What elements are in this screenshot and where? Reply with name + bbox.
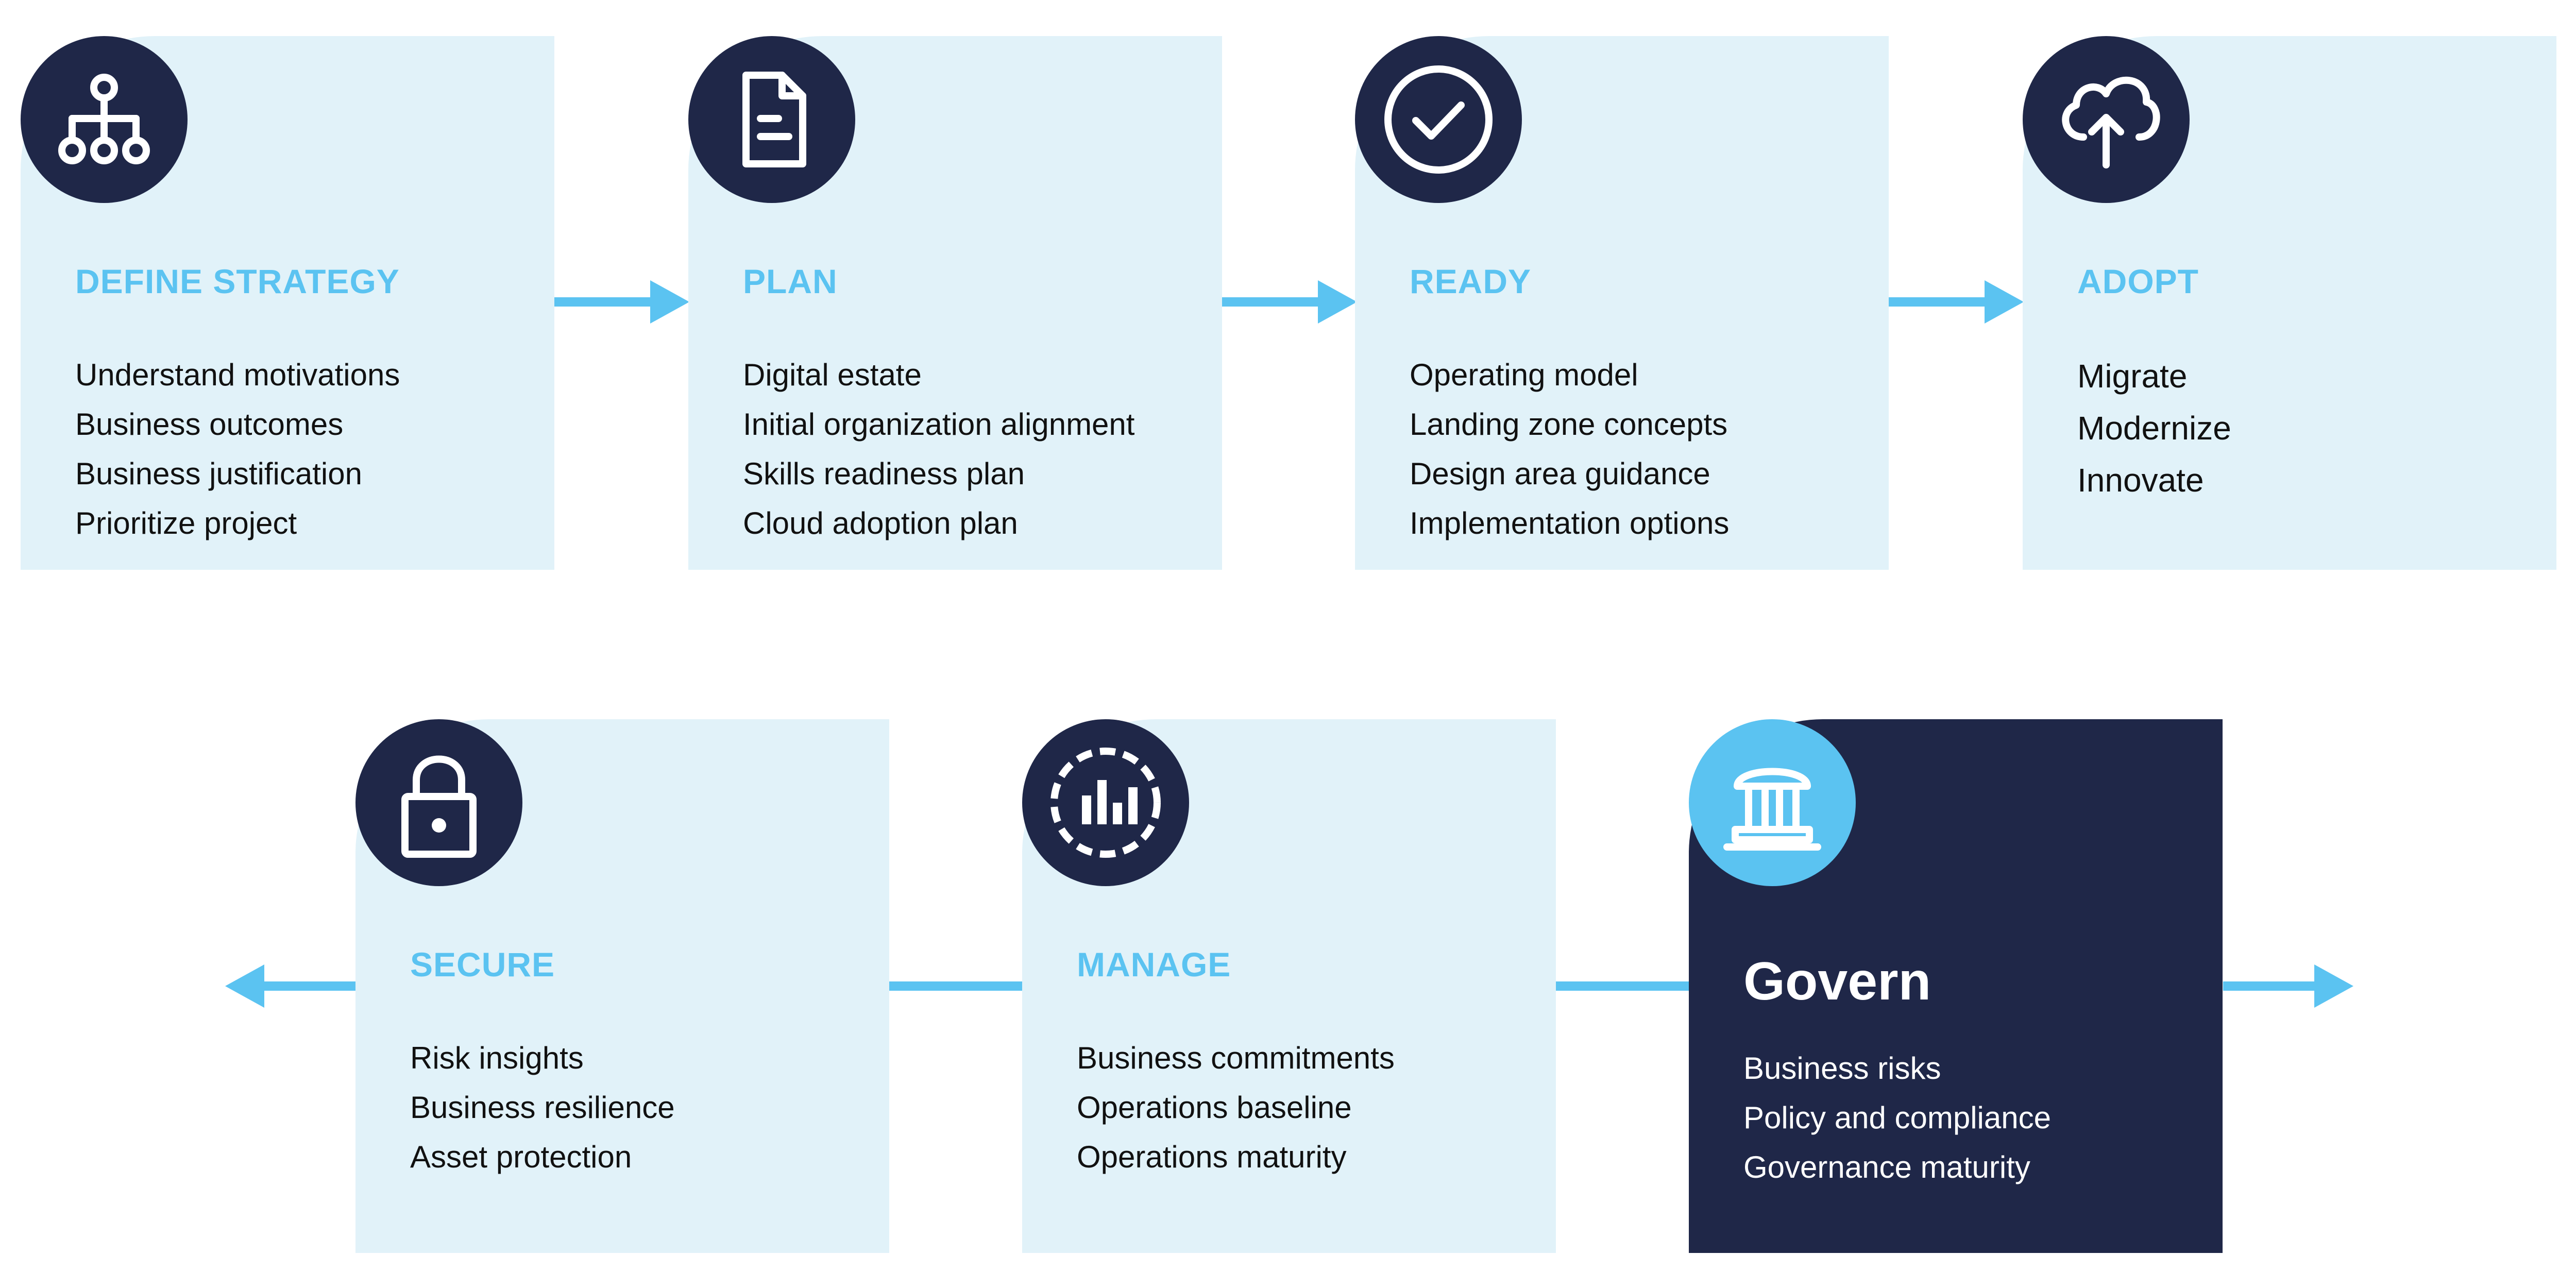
card-items: Business risks Policy and compliance Gov… bbox=[1743, 1044, 2051, 1192]
chart-circle-icon bbox=[1050, 748, 1161, 858]
list-item: Asset protection bbox=[410, 1140, 632, 1174]
list-item: Governance maturity bbox=[1743, 1150, 2030, 1184]
list-item: Skills readiness plan bbox=[743, 456, 1025, 491]
define-strategy-badge bbox=[21, 36, 188, 203]
list-item: Digital estate bbox=[743, 358, 922, 392]
list-item: Understand motivations bbox=[75, 358, 400, 392]
list-item: Modernize bbox=[2077, 410, 2231, 447]
card-items: Operating model Landing zone concepts De… bbox=[1410, 350, 1729, 548]
arrow-head-right bbox=[1318, 280, 1357, 324]
manage-badge bbox=[1022, 719, 1189, 886]
adopt-badge bbox=[2023, 36, 2190, 203]
list-item: Risk insights bbox=[410, 1041, 584, 1075]
arrow-head-left bbox=[225, 964, 264, 1008]
list-item: Operating model bbox=[1410, 358, 1638, 392]
lock-icon bbox=[401, 755, 477, 858]
list-item: Business commitments bbox=[1077, 1041, 1395, 1075]
list-item: Operations maturity bbox=[1077, 1140, 1347, 1174]
card-items: Business commitments Operations baseline… bbox=[1077, 1033, 1395, 1182]
secure-badge bbox=[355, 719, 522, 886]
check-circle-icon bbox=[1384, 65, 1493, 174]
list-item: Prioritize project bbox=[75, 506, 297, 540]
card-title: READY bbox=[1410, 262, 1532, 300]
card-govern: Govern Business risks Policy and complia… bbox=[1689, 719, 2223, 1253]
card-define-strategy: DEFINE STRATEGY Understand motivations B… bbox=[21, 36, 554, 570]
building-icon bbox=[1723, 768, 1821, 851]
card-title: PLAN bbox=[743, 262, 838, 300]
hierarchy-icon bbox=[58, 74, 150, 164]
list-item: Migrate bbox=[2077, 358, 2188, 395]
list-item: Business outcomes bbox=[75, 407, 344, 442]
list-item: Design area guidance bbox=[1410, 456, 1710, 491]
card-title: Govern bbox=[1743, 952, 1931, 1011]
card-items: Digital estate Initial organization alig… bbox=[743, 350, 1134, 548]
cloud-upload-icon bbox=[2062, 76, 2160, 168]
card-items: Migrate Modernize Innovate bbox=[2077, 350, 2231, 506]
arrow-head-right bbox=[1985, 280, 2024, 324]
list-item: Innovate bbox=[2077, 462, 2204, 499]
card-title: ADOPT bbox=[2077, 262, 2199, 300]
card-manage: MANAGE Business commitments Operations b… bbox=[1022, 719, 1556, 1253]
arrow-head-right bbox=[2314, 964, 2353, 1008]
list-item: Implementation options bbox=[1410, 506, 1730, 540]
document-icon bbox=[742, 72, 806, 167]
list-item: Cloud adoption plan bbox=[743, 506, 1018, 540]
arrow-head-right bbox=[650, 280, 689, 324]
list-item: Policy and compliance bbox=[1743, 1100, 2051, 1135]
list-item: Business risks bbox=[1743, 1051, 1941, 1086]
card-adopt: ADOPT Migrate Modernize Innovate bbox=[2023, 36, 2556, 570]
card-items: Risk insights Business resilience Asset … bbox=[410, 1033, 675, 1182]
card-title: DEFINE STRATEGY bbox=[75, 262, 400, 300]
card-title: MANAGE bbox=[1077, 945, 1231, 984]
card-items: Understand motivations Business outcomes… bbox=[75, 350, 400, 548]
list-item: Landing zone concepts bbox=[1410, 407, 1728, 442]
govern-badge bbox=[1689, 719, 1856, 886]
list-item: Business resilience bbox=[410, 1090, 675, 1125]
list-item: Business justification bbox=[75, 456, 362, 491]
card-secure: SECURE Risk insights Business resilience… bbox=[355, 719, 889, 1253]
card-plan: PLAN Digital estate Initial organization… bbox=[688, 36, 1222, 570]
card-ready: READY Operating model Landing zone conce… bbox=[1355, 36, 1889, 570]
list-item: Initial organization alignment bbox=[743, 407, 1135, 442]
list-item: Operations baseline bbox=[1077, 1090, 1352, 1125]
plan-badge bbox=[688, 36, 855, 203]
ready-badge bbox=[1355, 36, 1522, 203]
card-title: SECURE bbox=[410, 945, 555, 984]
